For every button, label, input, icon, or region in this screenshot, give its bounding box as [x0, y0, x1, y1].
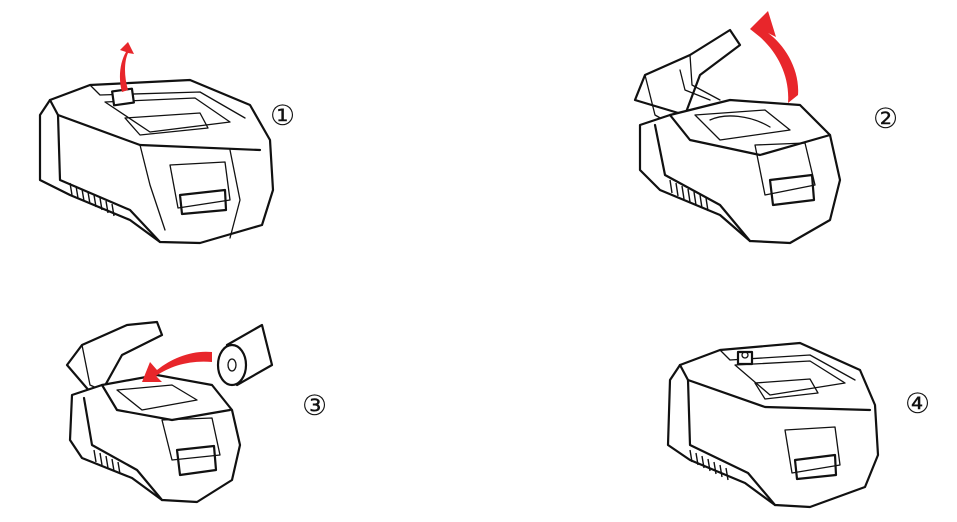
- paper-roll-icon: [216, 323, 274, 387]
- insert-roll-arrow-icon: [142, 351, 212, 382]
- step-2-panel: ②: [630, 5, 930, 250]
- step-1-label: ①: [270, 99, 296, 132]
- step-4-panel: ④: [660, 315, 950, 515]
- printer-closed-icon: [666, 341, 880, 509]
- printer-insert-paper-roll-icon: [65, 320, 274, 504]
- printer-lever-open-icon: [38, 42, 275, 245]
- lift-cover-arrow-icon: [750, 11, 799, 103]
- step-1-panel: ①: [30, 40, 310, 250]
- step-4-label: ④: [905, 387, 931, 420]
- step-3-label: ③: [302, 389, 328, 422]
- printer-cover-lifting-icon: [633, 11, 842, 245]
- lift-lever-arrow-icon: [119, 42, 134, 92]
- step-3-panel: ③: [62, 320, 352, 520]
- step-2-label: ②: [873, 102, 899, 135]
